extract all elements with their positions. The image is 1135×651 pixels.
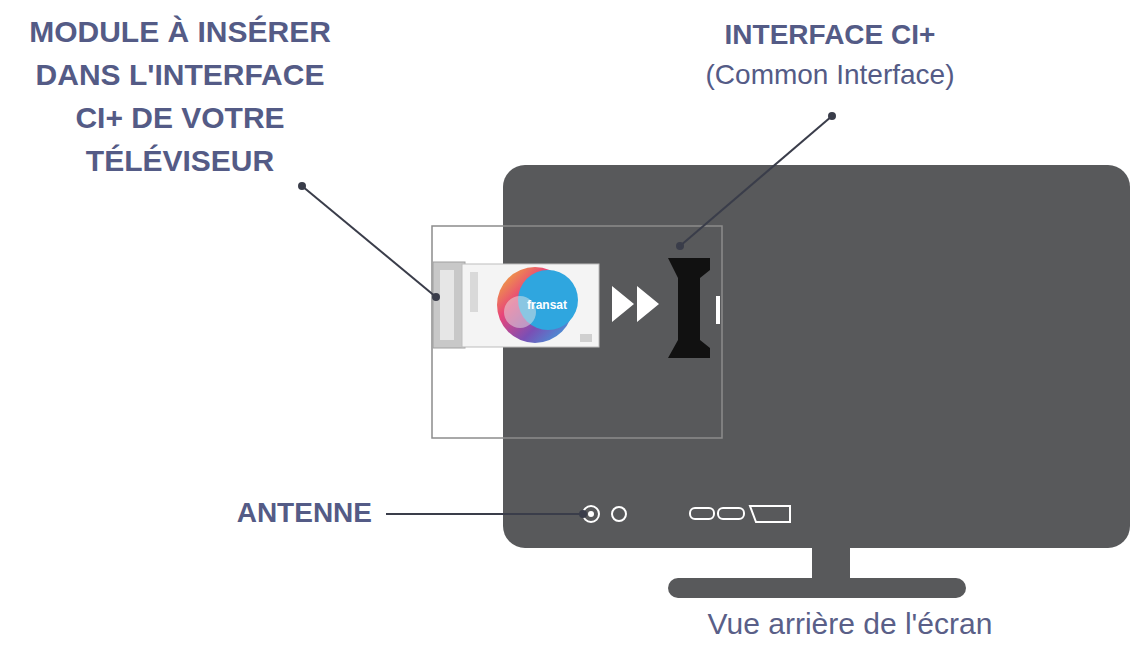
- callout-label: INTERFACE CI+: [660, 18, 1000, 52]
- caption: Vue arrière de l'écran: [600, 606, 1100, 642]
- ci-module: [433, 262, 599, 348]
- callout-subtitle: (Common Interface): [640, 58, 1020, 92]
- callout-label: MODULE À INSÉRER DANS L'INTERFACE CI+ DE…: [20, 10, 340, 182]
- callout-label: ANTENNE: [140, 496, 372, 530]
- port: [750, 506, 790, 522]
- port: [690, 508, 714, 519]
- ci-slot: [668, 258, 710, 358]
- tv-back: [503, 165, 1130, 548]
- socket: [612, 507, 626, 521]
- port: [718, 508, 744, 519]
- antenna-pin: [588, 511, 594, 517]
- leader-line: [680, 116, 832, 246]
- insert-arrows: [612, 286, 659, 322]
- slot-mark: [716, 296, 720, 324]
- leader-line: [302, 186, 436, 297]
- leader-line: [386, 513, 583, 515]
- leader-dot: [580, 511, 586, 517]
- leader-dot: [299, 183, 305, 189]
- ci-panel-outline: [432, 226, 722, 438]
- leader-dot: [829, 113, 835, 119]
- leader-dot: [677, 243, 683, 249]
- leader-dot: [433, 294, 439, 300]
- brand-logo-text: fransat: [512, 298, 582, 312]
- tv-stand-base: [668, 578, 966, 598]
